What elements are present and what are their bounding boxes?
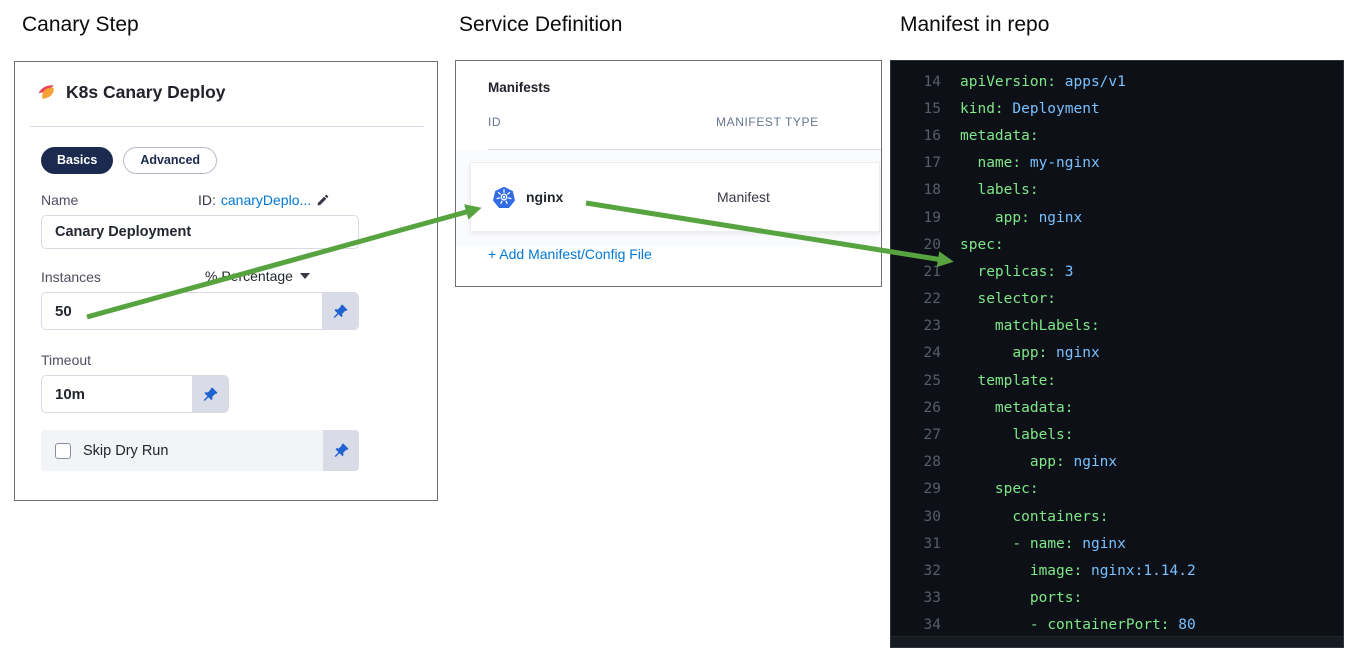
pin-icon bbox=[333, 304, 347, 318]
canary-step-card: K8s Canary Deploy Basics Advanced Name I… bbox=[14, 61, 438, 501]
code-line: 27 labels: bbox=[923, 427, 1074, 444]
code-line: 22 selector: bbox=[923, 291, 1057, 308]
tab-basics[interactable]: Basics bbox=[41, 147, 114, 174]
pin-icon bbox=[334, 443, 348, 457]
skip-dry-run-checkbox[interactable] bbox=[55, 442, 71, 459]
pin-icon bbox=[203, 387, 217, 401]
tab-advanced[interactable]: Advanced bbox=[123, 147, 218, 174]
code-line: 24 app: nginx bbox=[923, 345, 1100, 362]
code-line: 19 app: nginx bbox=[923, 209, 1083, 226]
divider bbox=[488, 149, 881, 150]
skip-dry-run-runtime-toggle[interactable] bbox=[323, 430, 359, 471]
manifest-id-cell: nginx bbox=[526, 189, 564, 205]
horizontal-scrollbar[interactable] bbox=[891, 636, 1343, 647]
timeout-runtime-toggle[interactable] bbox=[192, 376, 228, 412]
code-line: 17 name: my-nginx bbox=[923, 155, 1100, 172]
skip-dry-run-label: Skip Dry Run bbox=[83, 442, 169, 459]
column-header-manifest-type: MANIFEST TYPE bbox=[716, 115, 819, 129]
code-line: 34 - containerPort: 80 bbox=[923, 617, 1196, 634]
step-id-link[interactable]: canaryDeplo... bbox=[220, 192, 312, 208]
code-line: 23 matchLabels: bbox=[923, 318, 1100, 335]
kubernetes-wheel-icon bbox=[493, 186, 515, 208]
code-line: 26 metadata: bbox=[923, 399, 1074, 416]
timeout-input-group: 10m bbox=[41, 375, 229, 413]
step-tabs: Basics Advanced bbox=[41, 147, 218, 174]
instances-mode-dropdown[interactable]: % Percentage bbox=[205, 268, 310, 284]
column-header-id: ID bbox=[488, 115, 502, 129]
step-title: K8s Canary Deploy bbox=[66, 82, 226, 102]
instances-input-group: 50 bbox=[41, 292, 359, 330]
manifest-table-row[interactable]: nginx Manifest bbox=[470, 162, 880, 232]
manifest-type-cell: Manifest bbox=[717, 189, 770, 205]
add-manifest-link[interactable]: + Add Manifest/Config File bbox=[488, 246, 652, 262]
instances-runtime-toggle[interactable] bbox=[322, 293, 358, 329]
code-line: 30 containers: bbox=[923, 508, 1109, 525]
code-line: 29 spec: bbox=[923, 481, 1039, 498]
canary-step-heading: Canary Step bbox=[22, 13, 139, 36]
divider bbox=[30, 126, 424, 127]
code-line: 18 labels: bbox=[923, 182, 1039, 199]
pencil-edit-icon[interactable] bbox=[316, 193, 330, 207]
name-input[interactable]: Canary Deployment bbox=[41, 215, 359, 249]
code-line: 21 replicas: 3 bbox=[923, 263, 1074, 280]
skip-dry-run-row: Skip Dry Run bbox=[41, 430, 359, 471]
service-definition-heading: Service Definition bbox=[459, 13, 623, 36]
instances-label: Instances bbox=[41, 269, 101, 285]
timeout-input[interactable]: 10m bbox=[55, 385, 86, 403]
canary-bird-icon bbox=[38, 85, 54, 99]
step-id-row: ID: canaryDeplo... bbox=[198, 192, 330, 208]
code-line: 32 image: nginx:1.14.2 bbox=[923, 562, 1196, 579]
code-line: 31 - name: nginx bbox=[923, 535, 1126, 552]
instances-input[interactable]: 50 bbox=[55, 302, 72, 320]
code-line: 33 ports: bbox=[923, 590, 1083, 607]
timeout-label: Timeout bbox=[41, 352, 92, 368]
manifests-section-title: Manifests bbox=[488, 80, 551, 95]
chevron-down-icon bbox=[299, 273, 310, 279]
service-definition-card: Manifests ID MANIFEST TYPE nginx Manifes… bbox=[455, 60, 882, 287]
name-label: Name bbox=[41, 192, 79, 208]
manifest-in-repo-heading: Manifest in repo bbox=[900, 13, 1050, 36]
code-line: 25 template: bbox=[923, 372, 1057, 389]
id-prefix: ID: bbox=[198, 192, 216, 208]
instances-mode-value: % Percentage bbox=[205, 268, 293, 284]
code-line: 28 app: nginx bbox=[923, 454, 1118, 471]
